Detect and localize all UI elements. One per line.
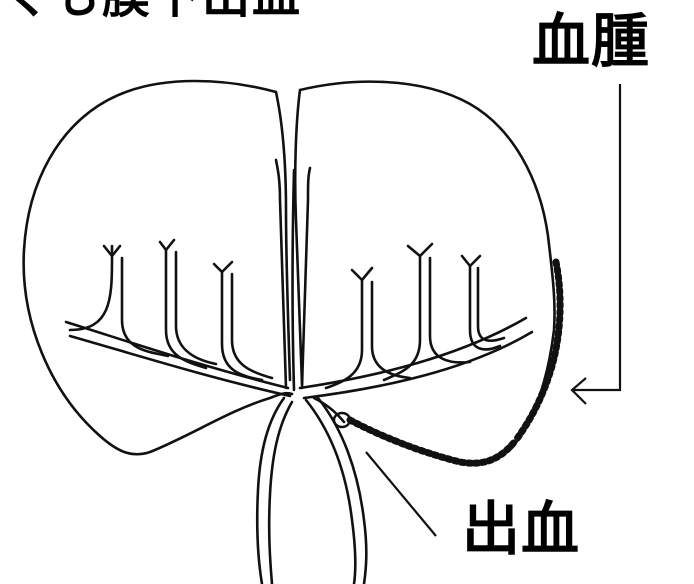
hematoma-label: 血腫 (532, 12, 650, 70)
central-vessel-left (276, 160, 286, 388)
descending-vessel-right-outer (306, 400, 355, 584)
descending-vessel-left-inner (269, 402, 292, 584)
left-hemisphere-midline (276, 92, 290, 380)
left-hemisphere-outline (24, 81, 292, 454)
right-hemisphere-midline (295, 90, 302, 384)
left-perforating-branches (70, 240, 272, 380)
hemorrhage-mark (334, 413, 516, 463)
central-vessel-right (302, 168, 310, 388)
title-fragment-text: くも膜下出血 (2, 0, 302, 20)
right-branch-vessel-lower (304, 332, 532, 398)
hemorrhage-leader-line (366, 452, 436, 536)
hemorrhage-label: 出血 (462, 500, 580, 558)
right-perforating-branches (326, 244, 504, 388)
hematoma-leader-line (574, 84, 620, 390)
central-vessel-inner (293, 170, 295, 390)
